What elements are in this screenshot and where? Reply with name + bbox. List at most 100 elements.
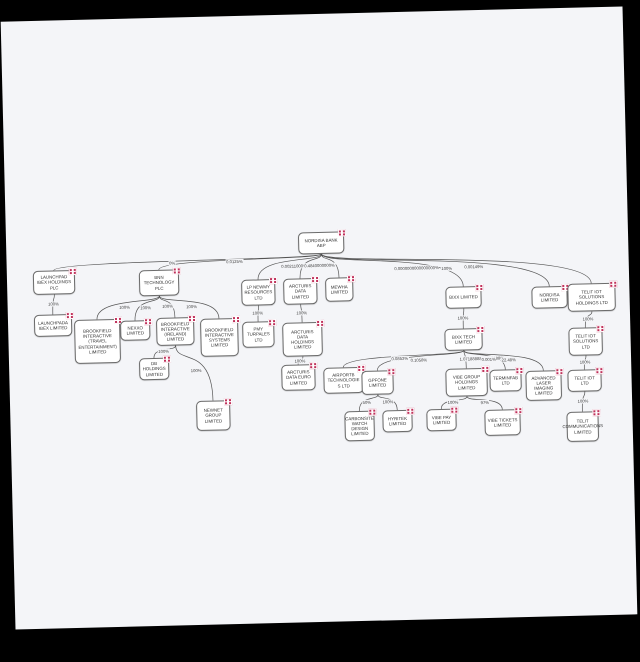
- ownership-edge: [175, 345, 214, 401]
- company-node[interactable]: BROOKFIELD INTERACTIVE (TRAVEL ENTERTAIN…: [73, 316, 123, 364]
- company-name: NORDISA BANK ABP: [304, 237, 338, 249]
- ownership-percentage: 100%: [577, 398, 589, 404]
- uk-flag-icon: [268, 277, 278, 285]
- company-node[interactable]: BIXX LIMITED: [445, 283, 484, 309]
- ownership-percentage: 0%: [168, 260, 176, 266]
- ownership-percentage: 100%: [456, 315, 469, 321]
- company-node[interactable]: AIRPORTB TECHNOLOGIE S LTD: [323, 364, 366, 394]
- company-node[interactable]: DB HOLDINGS LIMITED: [138, 355, 172, 381]
- company-name: TELIT IOT SOLUTIONS LTD: [572, 333, 599, 350]
- company-name: NEXXO LIMITED: [126, 325, 145, 336]
- ownership-percentage: 0.00149%: [463, 263, 484, 270]
- company-node[interactable]: NEXXO LIMITED: [120, 318, 153, 341]
- company-node[interactable]: BIXX TECH LIMITED: [444, 325, 485, 351]
- company-node[interactable]: BROOKFIELD INTERACTIVE (IRELAND) LIMITED: [155, 315, 197, 346]
- company-name: VIBE PAY LIMITED: [431, 414, 452, 426]
- ownership-edge: [257, 305, 260, 322]
- company-node[interactable]: ADVANCED LASER IMAGING LIMITED: [525, 368, 564, 401]
- company-name: NEWNET GROUP LIMITED: [203, 407, 223, 424]
- uk-flag-icon: [68, 267, 77, 276]
- ownership-edge: [463, 350, 467, 369]
- company-node[interactable]: TELIT COMMUNICATIONS LIMITED: [562, 409, 603, 442]
- company-name: VIBE TICKETS LIMITED: [487, 416, 518, 428]
- uk-flag-icon: [346, 275, 356, 283]
- company-node[interactable]: VIBE GROUP HOLDINGS LIMITED: [445, 365, 490, 397]
- company-name: ARCTURIS DATA HOLDINGS LIMITED: [291, 328, 315, 350]
- uk-flag-icon: [609, 280, 618, 288]
- ownership-edge: [257, 253, 322, 280]
- company-node[interactable]: TELIT IOT SOLUTIONS HOLDINGS LTD: [567, 280, 618, 312]
- ownership-edge: [321, 253, 464, 287]
- uk-flag-icon: [368, 408, 377, 416]
- ownership-edge: [52, 294, 55, 315]
- ownership-percentage: 100%: [447, 399, 459, 405]
- company-node[interactable]: TELIT IOT LTD: [567, 367, 604, 392]
- company-node[interactable]: BROOKFIELD INTERACTIVE SYSTEMS LIMITED: [199, 315, 241, 357]
- ownership-edge: [96, 295, 160, 320]
- company-node[interactable]: ARCTURIS DATA EURO LIMITED: [281, 362, 318, 391]
- company-name: MEWHA LIMITED: [330, 284, 349, 295]
- uk-flag-icon: [268, 319, 277, 327]
- ownership-edge: [377, 394, 398, 411]
- company-node[interactable]: ARCTURIS DATA HOLDINGS LIMITED: [282, 319, 325, 357]
- uk-flag-icon: [475, 283, 484, 292]
- ownership-edge: [463, 350, 544, 371]
- company-node[interactable]: LP NEWMY RESOURCES LTD: [241, 277, 278, 306]
- company-name: TERMINFAB LTD: [492, 374, 519, 386]
- company-name: HYRITEK LIMITED: [387, 415, 408, 427]
- company-name: TELIT COMMUNICATIONS LIMITED: [562, 418, 604, 435]
- ownership-percentage: 97%: [480, 399, 490, 406]
- ownership-percentage: 0.1058%: [409, 357, 428, 363]
- company-node[interactable]: PMY TURPALES LTD: [242, 319, 277, 348]
- ownership-percentage: 100%: [161, 303, 174, 309]
- company-node[interactable]: HYRITEK LIMITED: [382, 407, 415, 433]
- company-node[interactable]: TERMINFAB LTD: [489, 367, 524, 392]
- ownership-percentage: 100%: [139, 305, 152, 311]
- company-node[interactable]: NORDISA BANK ABP: [297, 229, 347, 255]
- ownership-percentage: 100%: [295, 310, 308, 316]
- ownership-percentage: 100%: [579, 359, 591, 365]
- ownership-percentage: 100%: [47, 301, 60, 307]
- uk-flag-icon: [309, 362, 318, 370]
- company-node[interactable]: BNN TECHNOLOGY PLC: [138, 267, 181, 297]
- company-node[interactable]: NEWNET GROUP LIMITED: [195, 398, 233, 432]
- company-name: ADVANCED LASER IMAGING LIMITED: [531, 374, 556, 396]
- company-node[interactable]: GPFONE LIMITED: [361, 368, 396, 395]
- company-node[interactable]: MEWHA LIMITED: [325, 275, 356, 302]
- company-node[interactable]: LAUNCHPAD IBEX HOLDINGS PLC: [32, 267, 77, 295]
- uk-flag-icon: [316, 319, 325, 328]
- uk-flag-icon: [223, 398, 233, 406]
- ownership-percentage: 100%: [440, 265, 453, 272]
- company-node[interactable]: CARBONSITE WATCH DESIGN LIMITED: [344, 408, 377, 442]
- diagram-canvas: NORDISA BANK ABP LAUNCHPAD IBEX HOLDINGS …: [0, 6, 638, 630]
- company-node[interactable]: VIBE PAY LIMITED: [426, 406, 459, 432]
- company-name: DB HOLDINGS LIMITED: [142, 361, 166, 377]
- ownership-percentage: 0.4840000000%: [303, 262, 336, 269]
- uk-flag-icon: [481, 365, 490, 374]
- company-node[interactable]: NORDISA LIMITED: [531, 283, 570, 309]
- ownership-percentage: 100%: [157, 348, 170, 354]
- company-name: LP NEWMY RESOURCES LTD: [244, 284, 273, 301]
- ownership-edge: [321, 253, 340, 278]
- ownership-edge: [159, 295, 220, 319]
- ownership-edge: [584, 311, 593, 328]
- company-name: LAUNCHPADA IBEX LIMITED: [38, 319, 68, 331]
- uk-flag-icon: [387, 368, 396, 376]
- company-name: PMY TURPALES LTD: [246, 326, 270, 343]
- company-node[interactable]: ARCTURIS DATA LIMITED: [283, 275, 320, 305]
- uk-flag-icon: [450, 406, 459, 414]
- ownership-edge: [462, 308, 465, 329]
- company-name: BROOKFIELD INTERACTIVE SYSTEMS LIMITED: [204, 326, 234, 348]
- company-name: TELIT IOT SOLUTIONS HOLDINGS LTD: [575, 289, 608, 306]
- company-node[interactable]: TELIT IOT SOLUTIONS LTD: [568, 325, 605, 356]
- uk-flag-icon: [310, 275, 320, 284]
- company-name: TELIT IOT LTD: [574, 375, 595, 386]
- company-name: VIBE GROUP HOLDINGS LIMITED: [452, 374, 481, 391]
- uk-flag-icon: [596, 325, 605, 333]
- company-node[interactable]: VIBE TICKETS LIMITED: [484, 407, 523, 436]
- uk-flag-icon: [592, 409, 601, 417]
- uk-flag-icon: [476, 325, 485, 334]
- ownership-percentage: 0.0125%: [225, 258, 244, 265]
- company-node[interactable]: LAUNCHPADA IBEX LIMITED: [33, 311, 74, 337]
- company-name: GPFONE LIMITED: [368, 377, 387, 388]
